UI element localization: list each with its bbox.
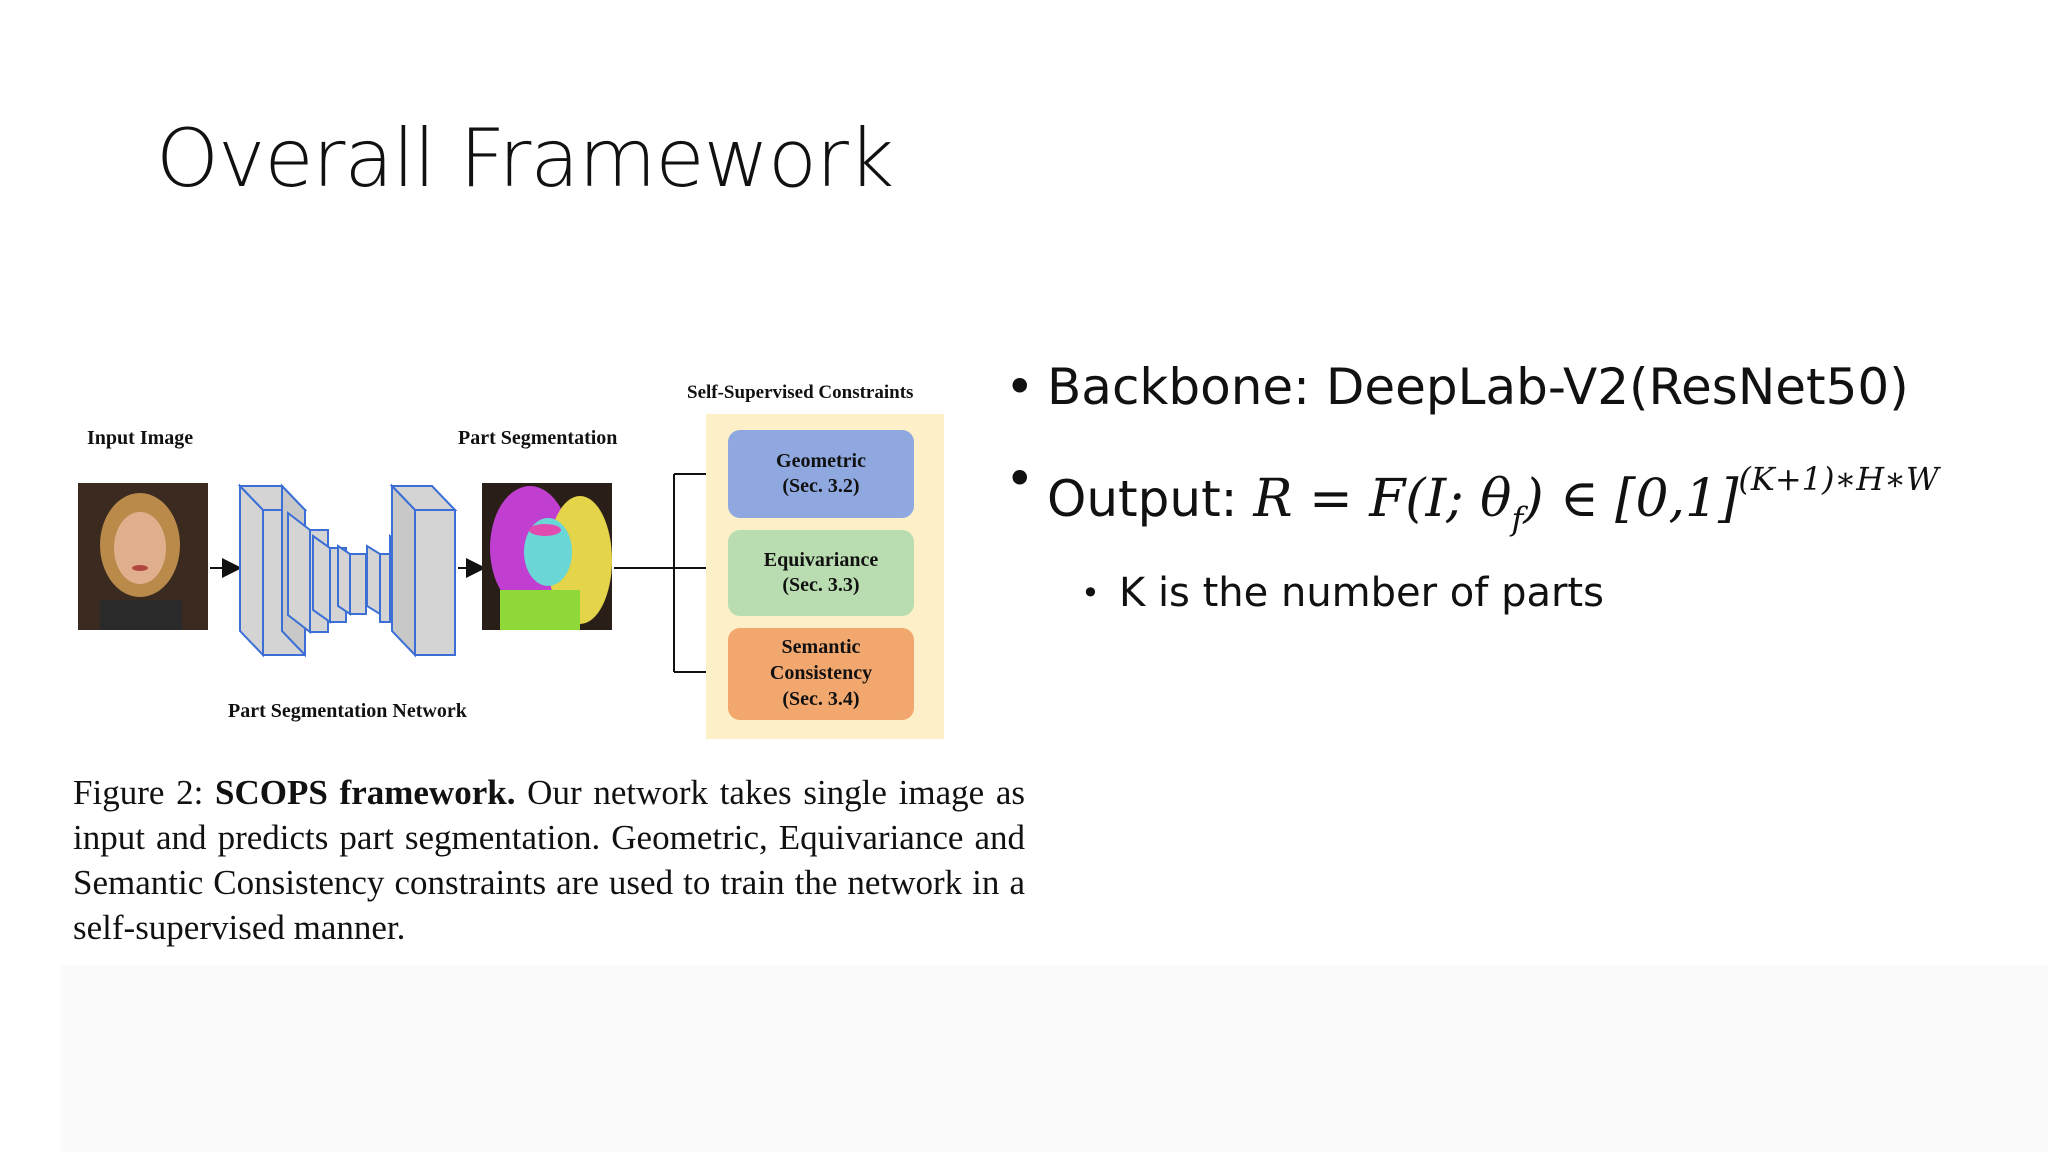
network-label: Part Segmentation Network (228, 700, 468, 722)
caption-bold: SCOPS framework. (215, 773, 516, 812)
caption-body: Our network takes single image as input … (73, 773, 1026, 947)
equivariance-text-2: (Sec. 3.3) (782, 574, 859, 596)
constraints-label: Self-Supervised Constraints (687, 382, 913, 403)
equivariance-box (728, 530, 914, 616)
segmentation-photo (482, 483, 612, 630)
bullet-output: Output: R = F(I; θf) ∈ [0,1](K+1)∗H∗W (1005, 447, 2045, 551)
formula-main: R = F(I; θ (1253, 469, 1512, 529)
geometric-box (728, 430, 914, 518)
semantic-text-2: Consistency (770, 662, 872, 684)
input-photo (78, 483, 208, 630)
bullet-backbone: Backbone: DeepLab-V2(ResNet50) (1005, 355, 2045, 419)
semantic-text-3: (Sec. 3.4) (782, 688, 859, 710)
framework-diagram: Input Image Part Segmentation Self-Super… (78, 382, 944, 739)
scops-figure: Input Image Part Segmentation Self-Super… (60, 370, 1025, 950)
sub-bullet-k: K is the number of parts (1081, 565, 2045, 621)
semantic-text-1: Semantic (782, 636, 861, 658)
part-segmentation-label: Part Segmentation (458, 427, 617, 449)
semantic-box (728, 628, 914, 720)
background-shade (60, 965, 2048, 1152)
equivariance-text-1: Equivariance (764, 549, 879, 571)
formula-tail: ) ∈ [0,1] (1523, 469, 1739, 529)
output-formula: R = F(I; θf) ∈ [0,1](K+1)∗H∗W (1253, 460, 1938, 538)
slide-title: Overall Framework (156, 112, 894, 205)
output-label: Output: (1047, 470, 1254, 528)
caption-prefix: Figure 2: (73, 773, 216, 812)
geometric-text-1: Geometric (776, 450, 866, 472)
figure-caption: Figure 2: SCOPS framework. Our network t… (73, 770, 1025, 950)
network-blocks (237, 483, 458, 658)
formula-sub: f (1511, 500, 1524, 538)
input-image-label: Input Image (87, 427, 193, 449)
formula-sup: (K+1)∗H∗W (1738, 460, 1939, 498)
bullet-list: Backbone: DeepLab-V2(ResNet50) Output: R… (1005, 355, 2045, 621)
geometric-text-2: (Sec. 3.2) (782, 475, 859, 497)
